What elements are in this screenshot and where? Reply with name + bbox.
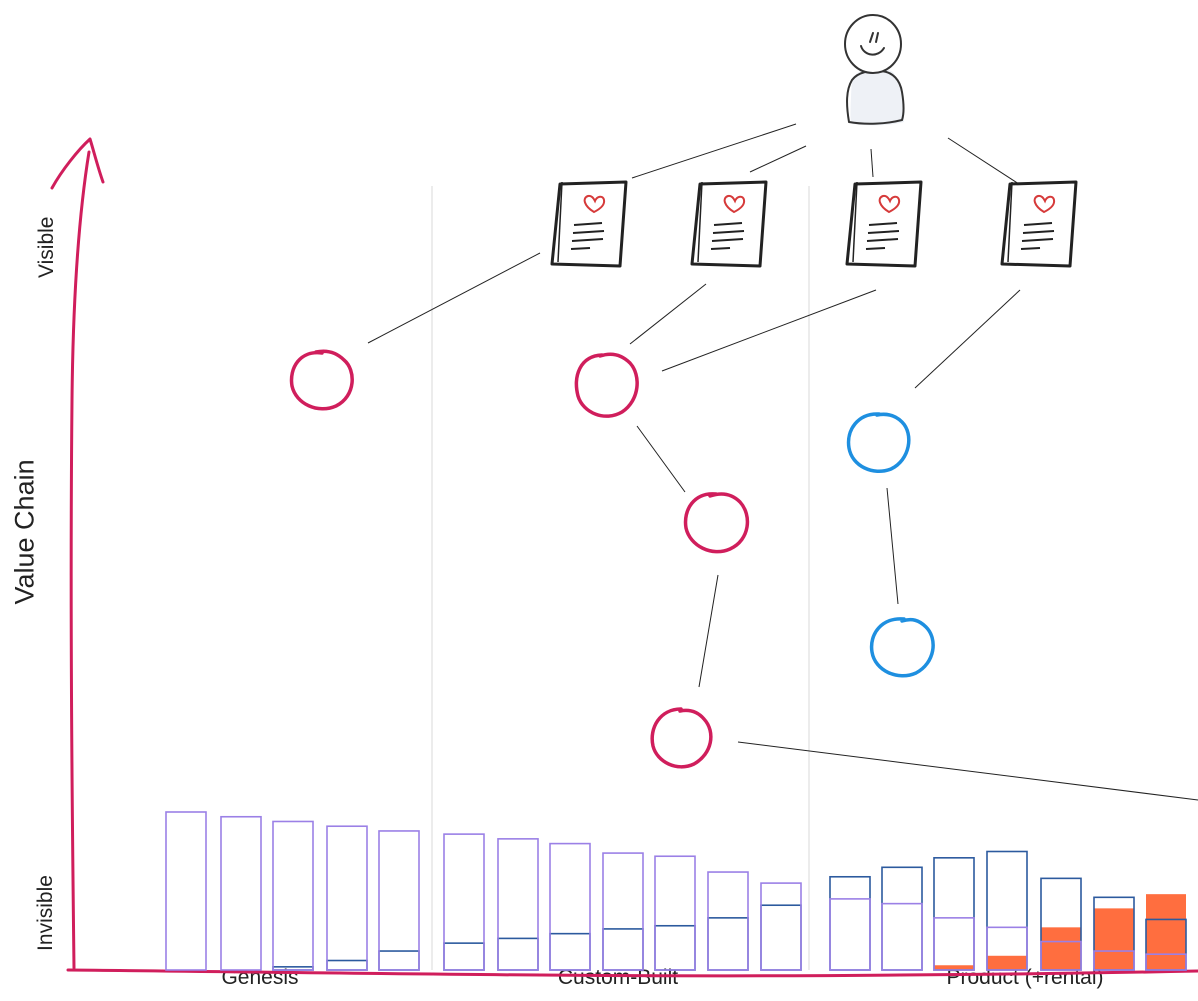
bar-purple-outline	[707, 871, 749, 971]
evolution-bar-17	[1040, 877, 1082, 971]
bar-purple-outline	[272, 820, 314, 971]
bar-purple-outline	[1145, 953, 1187, 971]
evolution-bar-6	[443, 833, 485, 971]
bar-navy-outline	[378, 950, 420, 971]
link-need4-component-5	[914, 289, 1021, 389]
bar-orange-fill	[1041, 927, 1081, 970]
component-circle-2	[574, 352, 639, 418]
bar-purple-outline	[881, 902, 923, 971]
bar-purple-outline	[165, 811, 207, 971]
need-document-4	[1000, 180, 1078, 268]
bar-purple-outline	[326, 825, 368, 971]
bar-navy-outline	[829, 875, 871, 971]
evolution-bars	[165, 811, 1187, 971]
evolution-bar-9	[602, 852, 644, 971]
needs	[550, 180, 1078, 268]
evolution-bar-11	[707, 871, 749, 971]
evolution-bar-10	[654, 855, 696, 971]
links	[367, 123, 1198, 801]
bar-navy-outline	[654, 924, 696, 971]
link-user-need-4	[947, 137, 1023, 187]
bar-purple-outline	[760, 882, 802, 971]
bar-orange-fill	[1094, 908, 1134, 970]
bar-purple-outline	[1040, 940, 1082, 971]
evolution-bar-7	[497, 838, 539, 971]
evolution-bar-2	[220, 815, 262, 971]
y-axis-arrowhead	[50, 137, 105, 190]
bar-orange-fill	[987, 955, 1027, 970]
component-circle-4	[650, 707, 713, 769]
bar-orange-fill	[934, 965, 974, 970]
bar-navy-outline	[707, 917, 749, 971]
bar-navy-outline	[986, 850, 1028, 971]
stage-label-product-rental: Product (+rental)	[946, 966, 1104, 989]
evolution-bar-1	[165, 811, 207, 971]
stage-label-custom-built: Custom-Built	[557, 966, 679, 989]
component-circle-1	[289, 349, 354, 411]
bar-purple-outline	[549, 842, 591, 971]
bar-navy-outline	[881, 866, 923, 971]
evolution-bar-13	[829, 875, 871, 971]
component-circle-3	[683, 492, 750, 554]
component-circle-6	[869, 617, 935, 678]
link-user-need-1	[631, 123, 797, 179]
evolution-bar-15	[933, 857, 975, 971]
evolution-bar-3	[272, 820, 314, 971]
link-user-need-3	[870, 148, 874, 178]
bar-navy-outline	[760, 904, 802, 971]
bar-purple-outline	[933, 917, 975, 971]
bar-navy-outline	[549, 932, 591, 971]
bar-navy-outline	[602, 928, 644, 971]
components	[289, 349, 935, 769]
evolution-bar-18	[1093, 896, 1135, 971]
bar-purple-outline	[829, 898, 871, 971]
link-component-2-component-3	[636, 425, 686, 493]
need-document-3	[845, 180, 923, 268]
evolution-bar-5	[378, 830, 420, 971]
evolution-bar-14	[881, 866, 923, 971]
link-component-3-component-4	[698, 574, 719, 688]
y-axis-line	[69, 150, 91, 970]
bar-navy-outline	[933, 857, 975, 971]
bar-navy-outline	[443, 942, 485, 971]
component-circle-5	[846, 412, 911, 473]
evolution-bar-16	[986, 850, 1028, 971]
bar-navy-outline	[497, 937, 539, 971]
bar-purple-outline	[220, 815, 262, 971]
user-icon	[844, 14, 905, 126]
link-component-4-offscreen	[737, 741, 1198, 801]
bar-purple-outline	[1093, 950, 1135, 971]
need-document-1	[550, 180, 628, 268]
bar-orange-fill	[1146, 894, 1186, 970]
bar-purple-outline	[654, 855, 696, 971]
bar-purple-outline	[497, 838, 539, 971]
bar-purple-outline	[986, 926, 1028, 971]
bar-purple-outline	[443, 833, 485, 971]
link-user-need-2	[749, 145, 807, 173]
evolution-bar-19	[1145, 894, 1187, 971]
bar-purple-outline	[602, 852, 644, 971]
evolution-bar-8	[549, 842, 591, 971]
link-need3-component-2	[661, 289, 877, 372]
need-document-2	[690, 180, 768, 268]
bar-purple-outline	[378, 830, 420, 971]
evolution-bar-4	[326, 825, 368, 971]
x-axis-line	[66, 968, 1198, 978]
link-need2-component-2	[629, 283, 707, 345]
link-component-5-component-6	[886, 487, 899, 605]
link-need1-component-1	[367, 252, 541, 344]
evolution-bar-12	[760, 882, 802, 971]
bar-navy-outline	[326, 959, 368, 971]
